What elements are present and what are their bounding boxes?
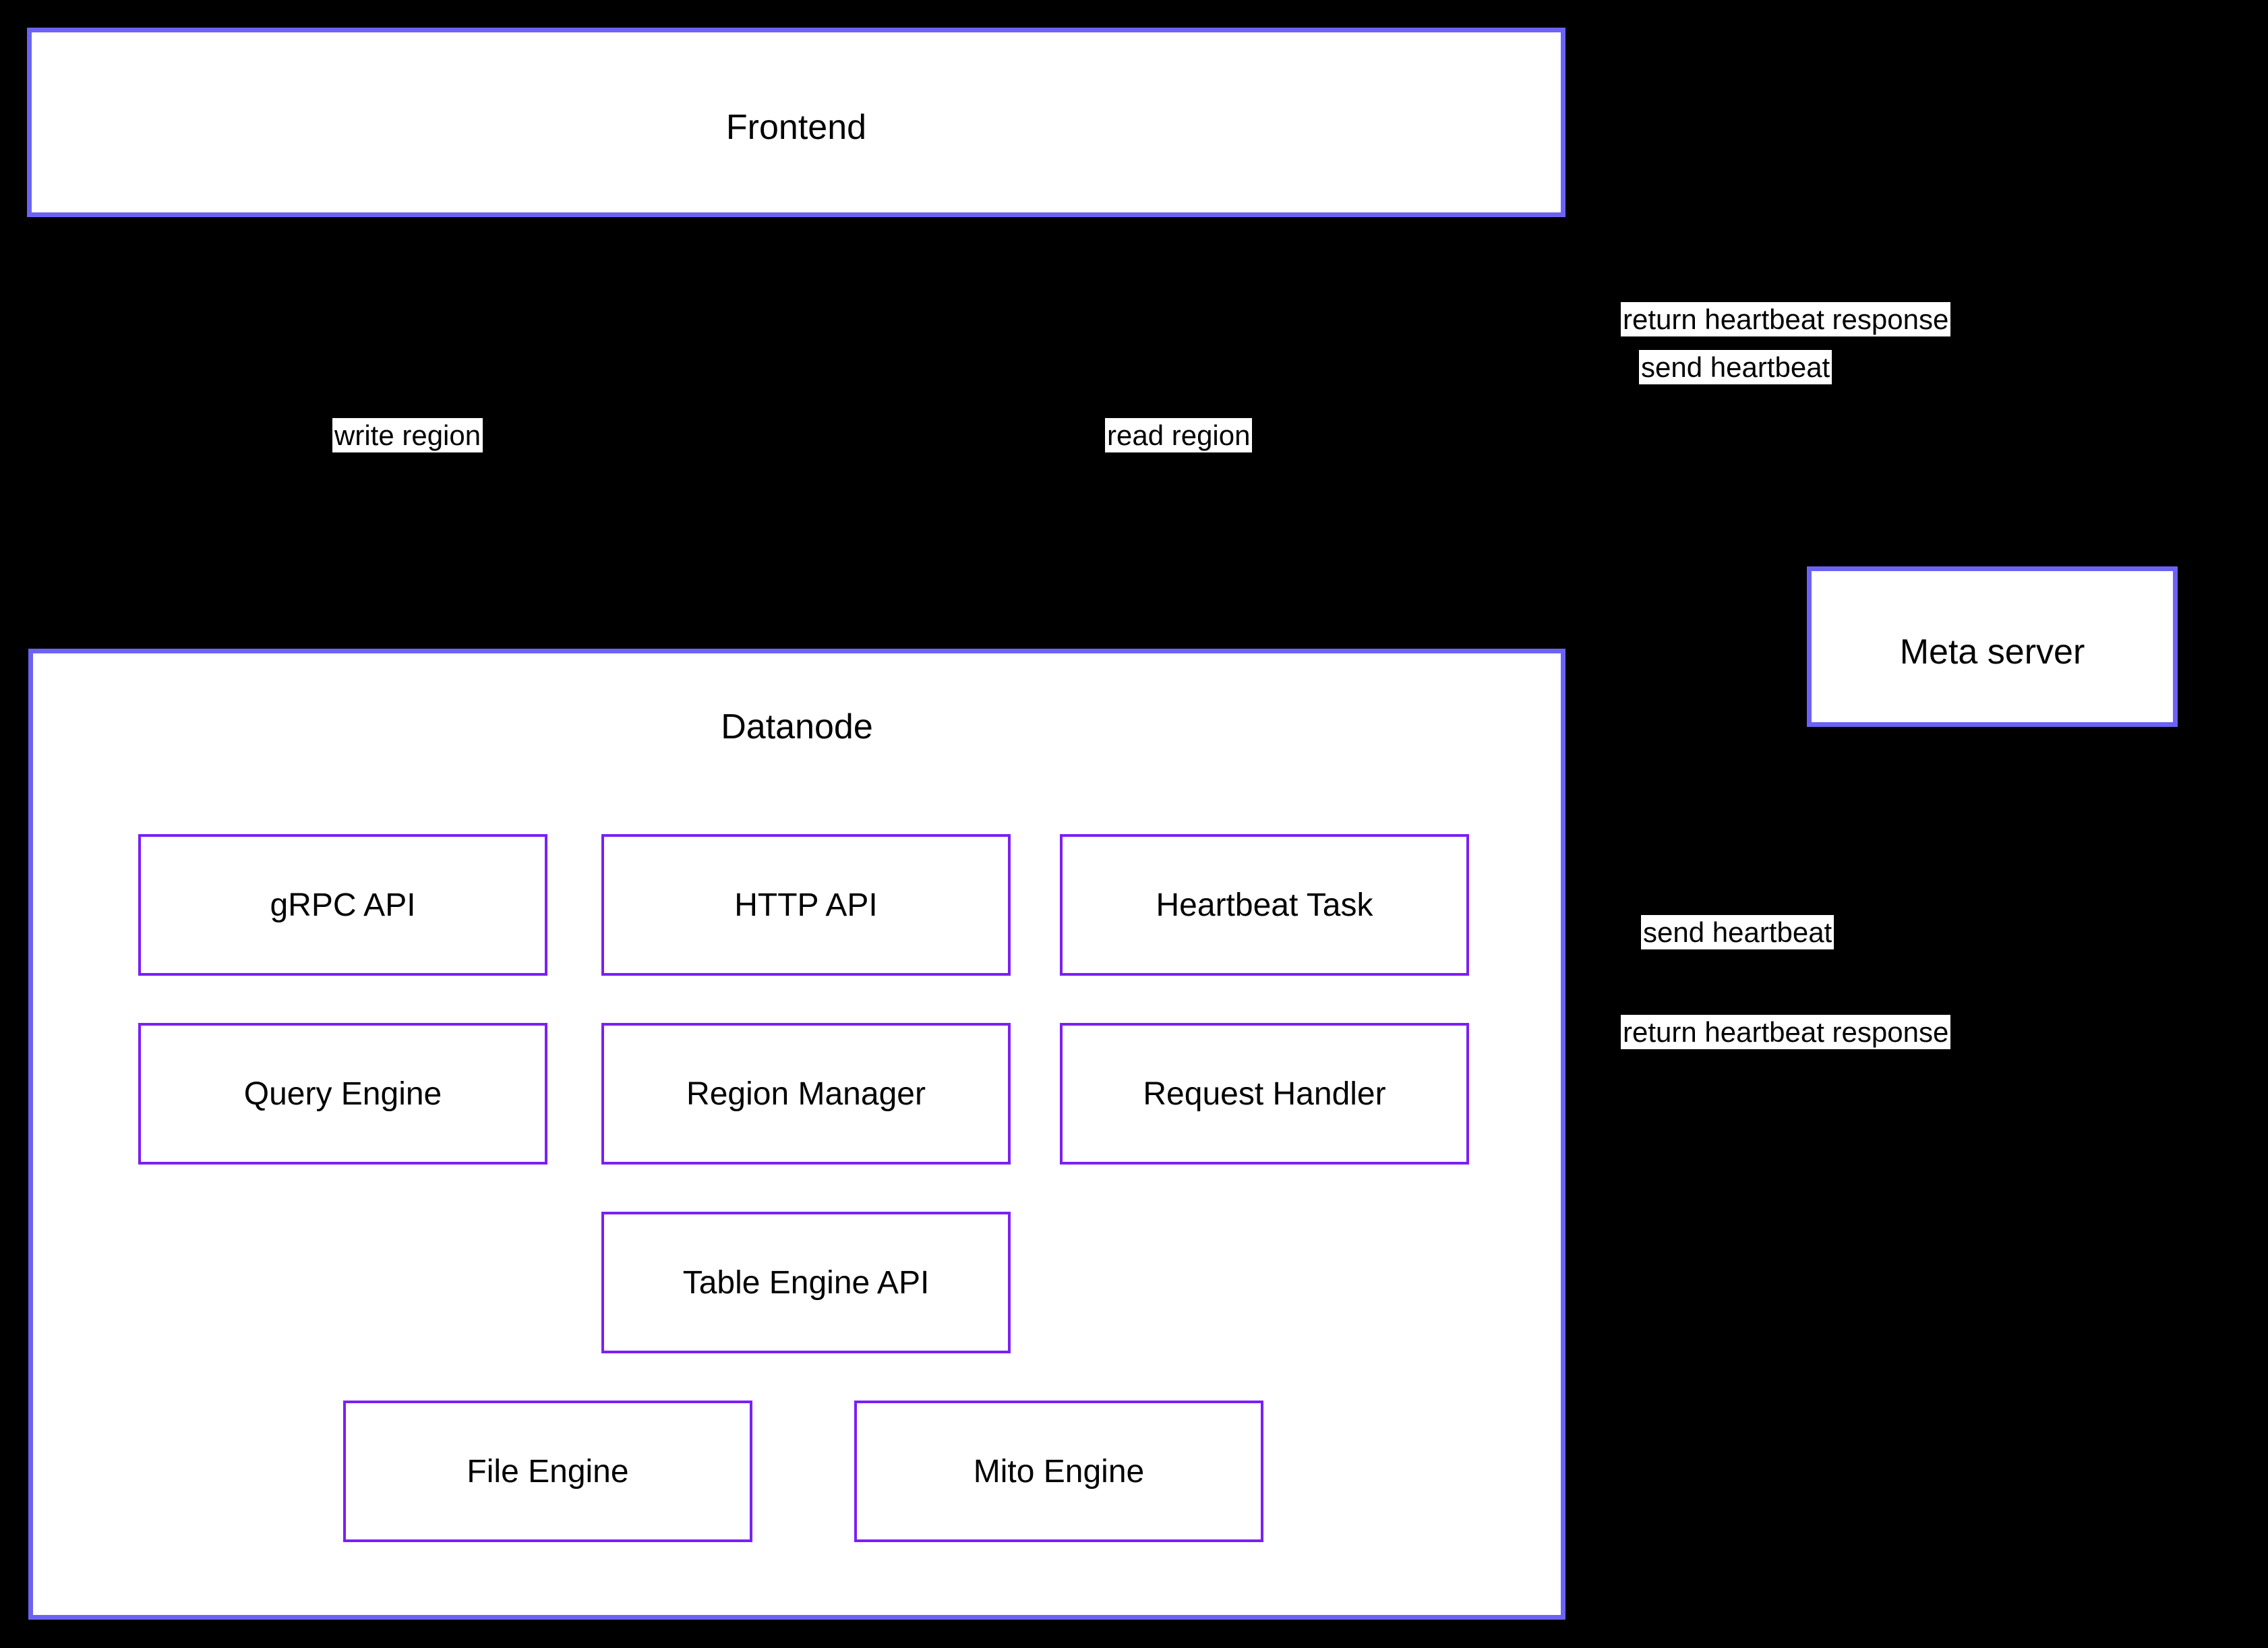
node-file-engine-label: File Engine: [467, 1453, 629, 1490]
edge-label-read-region: read region: [1105, 418, 1253, 453]
node-region-manager-label: Region Manager: [686, 1076, 926, 1112]
node-request-handler[interactable]: Request Handler: [1060, 1023, 1469, 1165]
node-table-engine-api-label: Table Engine API: [682, 1264, 930, 1301]
node-frontend-label: Frontend: [725, 108, 867, 147]
node-query-engine[interactable]: Query Engine: [138, 1023, 547, 1165]
node-meta-server-label: Meta server: [1899, 632, 2085, 672]
node-query-engine-label: Query Engine: [243, 1076, 442, 1112]
edge-label-frontend-return-heartbeat-response: return heartbeat response: [1621, 302, 1951, 337]
node-table-engine-api[interactable]: Table Engine API: [601, 1212, 1011, 1353]
edge-meta-to-datanode-return-heartbeat: [1560, 726, 1998, 1178]
edge-datanode-to-meta-send-heartbeat: [1564, 721, 1885, 1053]
node-grpc-api-label: gRPC API: [270, 887, 416, 923]
edge-label-datanode-send-heartbeat: send heartbeat: [1641, 915, 1834, 950]
edge-label-frontend-send-heartbeat: send heartbeat: [1639, 350, 1832, 385]
node-http-api-label: HTTP API: [734, 887, 878, 923]
node-http-api[interactable]: HTTP API: [601, 834, 1011, 976]
node-heartbeat-task-label: Heartbeat Task: [1156, 887, 1373, 923]
node-frontend[interactable]: Frontend: [27, 28, 1565, 217]
edge-label-datanode-return-heartbeat-response: return heartbeat response: [1621, 1015, 1951, 1050]
node-file-engine[interactable]: File Engine: [343, 1401, 752, 1542]
node-meta-server[interactable]: Meta server: [1807, 566, 2178, 727]
edge-label-write-region: write region: [332, 418, 483, 453]
node-heartbeat-task[interactable]: Heartbeat Task: [1060, 834, 1469, 976]
node-mito-engine-label: Mito Engine: [973, 1453, 1145, 1490]
node-region-manager[interactable]: Region Manager: [601, 1023, 1011, 1165]
node-request-handler-label: Request Handler: [1143, 1076, 1386, 1112]
node-datanode[interactable]: Datanode gRPC API HTTP API Heartbeat Tas…: [28, 649, 1565, 1620]
node-mito-engine[interactable]: Mito Engine: [854, 1401, 1263, 1542]
node-grpc-api[interactable]: gRPC API: [138, 834, 547, 976]
node-datanode-label: Datanode: [721, 707, 873, 746]
